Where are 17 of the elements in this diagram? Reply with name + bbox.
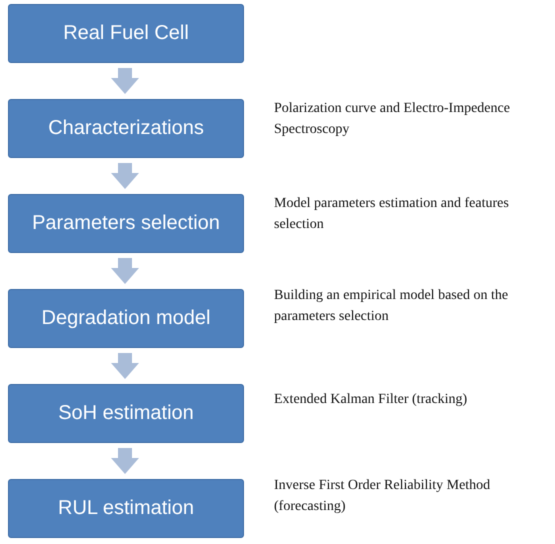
step-title: RUL estimation xyxy=(58,497,194,520)
arrow xyxy=(111,163,139,189)
step-description: Model parameters estimation and features selection xyxy=(274,195,510,234)
arrow xyxy=(111,258,139,284)
step-title: Characterizations xyxy=(48,117,204,140)
arrow xyxy=(111,68,139,94)
step-title: Degradation model xyxy=(42,307,210,330)
step-title: Real Fuel Cell xyxy=(63,22,189,45)
step-title: SoH estimation xyxy=(58,402,194,425)
process-box xyxy=(8,4,244,63)
arrow xyxy=(111,448,139,474)
arrow xyxy=(111,353,139,379)
step-title: Parameters selection xyxy=(32,212,220,235)
step-description: Polarization curve and Electro-Impedence Spectroscopy xyxy=(274,100,510,139)
step-description: Building an empirical model based on the parameters selection xyxy=(274,287,510,326)
step-description: Extended Kalman Filter (tracking) xyxy=(274,391,468,409)
step-description: Inverse First Order Reliability Method (forecasting) xyxy=(274,477,492,516)
